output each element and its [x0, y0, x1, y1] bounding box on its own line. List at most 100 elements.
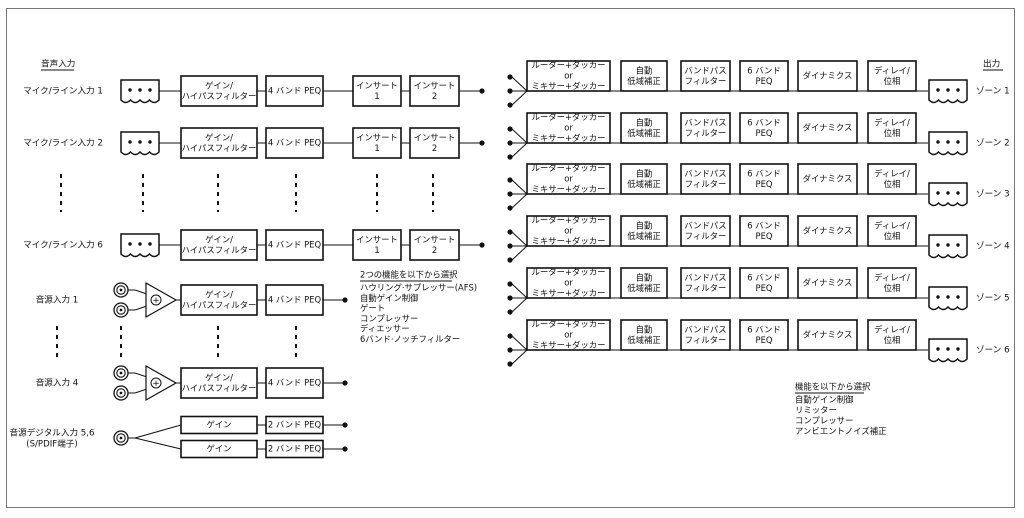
gain-hpf-block-label: ゲイン/ [205, 132, 233, 142]
bandpass-block-label: バンドパス [684, 117, 726, 127]
dynamics-block: ダイナミクス [797, 215, 858, 247]
dynamics-notes-item: リミッター [795, 405, 837, 415]
peq4-block-label: 4 バンド PEQ [268, 295, 322, 305]
signal-line [511, 283, 528, 299]
junction-dot [507, 361, 513, 367]
speaker-output-icon [928, 79, 968, 104]
zone-label: ゾーン 1 [976, 86, 1010, 97]
router-ducker-block-box [526, 60, 611, 92]
digital-split-line [134, 437, 182, 450]
rca-jack-icon [113, 385, 129, 401]
mic-input-jack-icon [120, 233, 160, 258]
auto-lowfreq-block-box [620, 215, 668, 247]
peq6-block-label: PEQ [756, 179, 773, 189]
zone-label: ゾーン 4 [976, 241, 1010, 252]
gain-hpf-block-label: ハイパスフィルター [182, 383, 257, 393]
signal-line [134, 289, 148, 295]
delay-phase-block-label: ディレイ/ [874, 324, 910, 334]
router-ducker-block-label: ルーター+ダッカー [531, 163, 605, 173]
signal-line [511, 245, 528, 261]
auto-lowfreq-block-label: 低域補正 [627, 231, 661, 241]
delay-phase-block: ディレイ/位相 [867, 215, 917, 247]
peq6-block-label: PEQ [756, 128, 773, 138]
auto-lowfreq-block-box [620, 319, 668, 351]
input-section-label: 音声入力 [41, 58, 75, 70]
router-ducker-block-label: or [564, 174, 573, 184]
router-ducker-block-label: ルーター+ダッカー [531, 60, 605, 70]
insert-notes-title: 2つの機能を以下から選択 [360, 270, 458, 280]
insert2-block-box [409, 229, 460, 261]
signal-line [511, 193, 528, 209]
digital-input-label: 音源デジタル入力 5,6 [10, 427, 95, 439]
junction-dot [507, 177, 513, 183]
junction-dot [507, 102, 513, 108]
signal-line [511, 349, 528, 365]
junction-dot [507, 257, 513, 263]
auto-lowfreq-block-label: 低域補正 [627, 128, 661, 138]
junction-dot [507, 154, 513, 160]
router-ducker-block-label: ミキサー+ダッカー [531, 133, 605, 143]
delay-phase-block-label: 位相 [884, 335, 901, 345]
rca-jack-icon [113, 302, 129, 318]
mic-line-input-label: マイク/ライン入力 2 [23, 137, 103, 149]
dynamics-block: ダイナミクス [797, 60, 858, 92]
gain-hpf-block-box [180, 75, 258, 107]
bandpass-block-box [680, 163, 731, 195]
junction-dot [342, 422, 348, 428]
junction-dot [507, 140, 513, 146]
speaker-output-icon [928, 234, 968, 259]
bandpass-block-label: バンドパス [684, 272, 726, 282]
dynamics-block: ダイナミクス [797, 319, 858, 351]
dynamics-notes-item: アンビエントノイズ補正 [795, 426, 887, 436]
digital-split-line [134, 424, 182, 439]
dynamics-block-label: ダイナミクス [803, 278, 853, 288]
auto-lowfreq-block-label: 自動 [636, 117, 653, 127]
router-ducker-block-label: ルーター+ダッカー [531, 319, 605, 329]
gain-block: ゲイン [180, 439, 258, 459]
signal-line [134, 388, 148, 394]
signal-line [511, 335, 528, 351]
insert1-block-label: インサート [356, 80, 398, 90]
auto-lowfreq-block-label: 低域補正 [627, 335, 661, 345]
bandpass-block-box [680, 319, 731, 351]
auto-lowfreq-block-label: 自動 [636, 168, 653, 178]
junction-dot [507, 229, 513, 235]
speaker-output-icon [928, 286, 968, 311]
delay-phase-block-box [867, 319, 917, 351]
plus-icon: + [152, 379, 160, 389]
gain-hpf-block: ゲイン/ハイパスフィルター [180, 75, 258, 107]
peq6-block-label: 6 バンド [747, 168, 781, 178]
peq6-block-label: PEQ [756, 335, 773, 345]
dynamics-block-label: ダイナミクス [803, 330, 853, 340]
peq4-block-box [265, 229, 324, 261]
dynamics-notes-title: 機能を以下から選択 [795, 382, 871, 392]
gain-hpf-block-label: ゲイン/ [205, 289, 233, 299]
summing-amp: + [145, 281, 178, 319]
mic-line-input-label: マイク/ライン入力 1 [23, 85, 103, 97]
peq6-block-box [739, 215, 789, 247]
peq4-block: 4 バンド PEQ [265, 367, 324, 399]
junction-dot [342, 297, 348, 303]
insert2-block-label: 2 [432, 143, 437, 153]
router-ducker-block-label: ルーター+ダッカー [531, 112, 605, 122]
auto-lowfreq-block-label: 自動 [636, 65, 653, 75]
delay-phase-block: ディレイ/位相 [867, 60, 917, 92]
output-section-label: 出力 [983, 58, 1000, 70]
speaker-output-icon [928, 131, 968, 156]
junction-dot [507, 281, 513, 287]
delay-phase-block-label: ディレイ/ [874, 220, 910, 230]
junction-dot [479, 242, 485, 248]
insert-notes-item: ディエッサー [360, 324, 410, 334]
delay-phase-block: ディレイ/位相 [867, 267, 917, 299]
